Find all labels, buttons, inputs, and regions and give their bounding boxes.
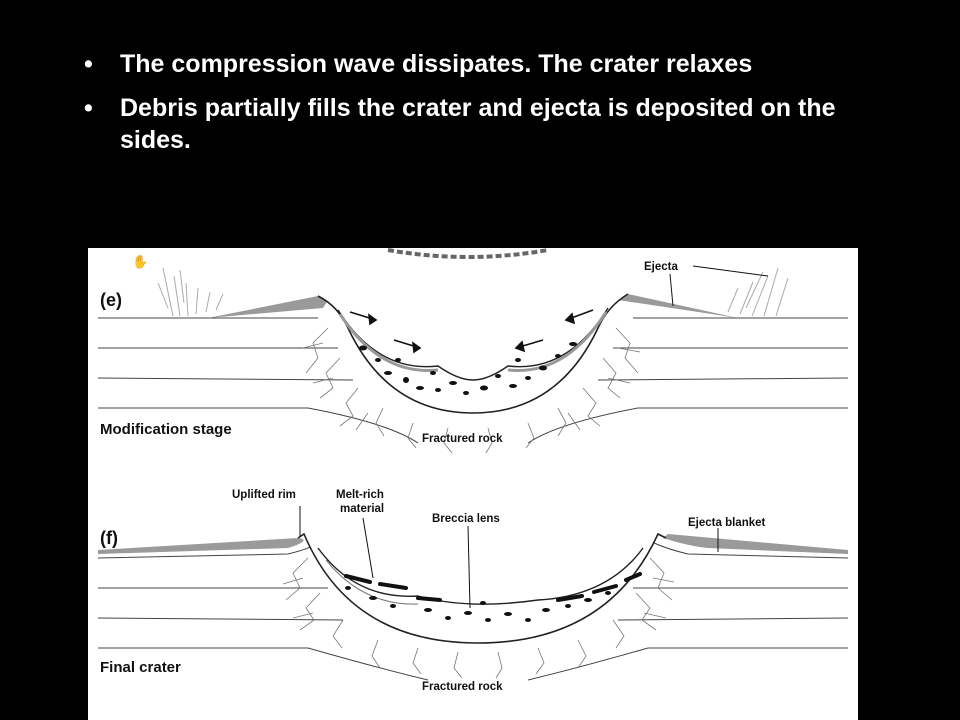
bullet-debris-fill: Debris partially fills the crater and ej… [78, 92, 898, 156]
bullet-compression-wave: The compression wave dissipates. The cra… [78, 48, 898, 80]
ejecta-label: Ejecta [644, 261, 678, 273]
impactor-arc [387, 248, 549, 259]
fractures-e [302, 327, 641, 454]
melt-rich-label-1: Melt-rich [336, 489, 384, 501]
ejecta-leaders [669, 265, 769, 307]
slide-bullets: The compression wave dissipates. The cra… [78, 48, 898, 168]
ejecta-left-e [208, 296, 328, 318]
panel-e-stage: Modification stage [100, 421, 232, 438]
ejecta-blanket-left [98, 538, 304, 554]
ejecta-right-e [618, 294, 738, 318]
panel-f-stage: Final crater [100, 659, 181, 676]
panel-f: (f) Final crater Fractured rock Uplifted… [97, 489, 849, 693]
ejecta-blanket-label: Ejecta blanket [688, 517, 766, 529]
hand-icon: ✋ [132, 254, 148, 269]
panel-e: ✋ [97, 248, 849, 454]
panel-f-fractured-label: Fractured rock [422, 681, 503, 693]
strata-right-f [527, 539, 849, 681]
crater-outer-f [297, 532, 667, 644]
breccia-lens-label: Breccia lens [432, 513, 500, 525]
crater-diagram: ✋ [88, 248, 858, 720]
panel-e-letter: (e) [100, 290, 122, 310]
ejecta-spray [157, 267, 789, 317]
panel-f-letter: (f) [100, 528, 118, 548]
ejecta-blanket-right [663, 534, 848, 554]
strata-right-e [527, 317, 849, 444]
crater-floor-e [337, 307, 609, 381]
fractures-f [282, 557, 675, 679]
melt-rich-layer [344, 572, 642, 602]
strata-left-f [97, 539, 429, 681]
crater-outer-e [317, 293, 629, 414]
breccia-blobs-e [359, 342, 577, 395]
melt-rich-label-2: material [340, 503, 384, 515]
slump-arrows [349, 309, 594, 354]
label-leaders-f [299, 506, 719, 609]
panel-e-fractured-label: Fractured rock [422, 433, 503, 445]
uplifted-rim-label: Uplifted rim [232, 489, 296, 501]
crater-floor-f [317, 547, 644, 605]
breccia-blobs-f [345, 586, 611, 622]
